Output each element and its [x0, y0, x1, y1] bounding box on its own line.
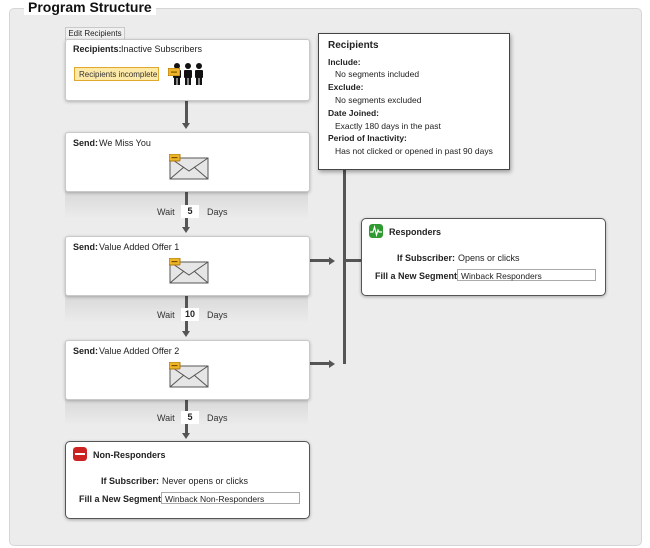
warning-tag-icon — [168, 68, 180, 76]
if-subscriber-label: If Subscriber: — [101, 476, 160, 486]
date-joined-label: Date Joined: — [328, 108, 380, 118]
period-inactivity-label: Period of Inactivity: — [328, 133, 407, 143]
exclude-value: No segments excluded — [335, 95, 422, 105]
non-responders-title: Non-Responders — [93, 450, 166, 460]
flow-arrow — [182, 123, 190, 129]
branch-arrow — [329, 257, 335, 265]
fill-segment-input[interactable]: Winback Responders — [457, 269, 596, 281]
branch-connector — [343, 168, 346, 364]
flow-arrow — [182, 227, 190, 233]
recipients-label: Recipients: — [73, 44, 122, 54]
wait-days-input[interactable]: 10 — [181, 308, 199, 321]
wait-unit: Days — [207, 207, 228, 217]
envelope-icon — [169, 258, 209, 284]
wait-label: Wait — [157, 207, 175, 217]
branch-connector — [308, 362, 330, 365]
envelope-icon — [169, 362, 209, 388]
fill-segment-label: Fill a New Segment: — [375, 271, 461, 281]
fill-segment-label: Fill a New Segment: — [79, 494, 165, 504]
recipients-value: Inactive Subscribers — [121, 44, 203, 54]
edit-recipients-tab[interactable]: Edit Recipients — [65, 27, 125, 40]
recipients-popup: Recipients Include: No segments included… — [318, 33, 510, 170]
send-label: Send: — [73, 346, 99, 356]
recipients-incomplete-badge[interactable]: Recipients incomplete — [74, 67, 159, 81]
flow-connector — [185, 99, 188, 123]
date-joined-value: Exactly 180 days in the past — [335, 121, 441, 131]
fill-segment-input[interactable]: Winback Non-Responders — [161, 492, 300, 504]
flow-arrow — [182, 331, 190, 337]
flow-arrow — [182, 433, 190, 439]
send-name: Value Added Offer 1 — [99, 242, 180, 252]
wait-days-input[interactable]: 5 — [181, 411, 199, 424]
send-card-1[interactable]: Send: We Miss You — [65, 132, 310, 192]
popup-title: Recipients — [328, 40, 379, 51]
envelope-icon — [169, 154, 209, 180]
if-subscriber-value: Never opens or clicks — [162, 476, 249, 486]
include-label: Include: — [328, 57, 361, 67]
send-label: Send: — [73, 242, 99, 252]
wait-label: Wait — [157, 310, 175, 320]
responders-signal-icon — [369, 224, 383, 238]
include-value: No segments included — [335, 69, 420, 79]
non-responders-card[interactable]: Non-Responders If Subscriber: Never open… — [65, 441, 310, 519]
branch-arrow — [329, 360, 335, 368]
send-card-2[interactable]: Send: Value Added Offer 1 — [65, 236, 310, 296]
non-responders-flat-icon — [73, 447, 87, 461]
send-card-3[interactable]: Send: Value Added Offer 2 — [65, 340, 310, 400]
if-subscriber-value: Opens or clicks — [458, 253, 520, 263]
wait-days-input[interactable]: 5 — [181, 205, 199, 218]
branch-connector — [345, 259, 361, 262]
responders-card[interactable]: Responders If Subscriber: Opens or click… — [361, 218, 606, 296]
wait-label: Wait — [157, 413, 175, 423]
branch-connector — [308, 259, 330, 262]
period-inactivity-value: Has not clicked or opened in past 90 day… — [335, 146, 493, 156]
wait-unit: Days — [207, 413, 228, 423]
wait-unit: Days — [207, 310, 228, 320]
page-title: Program Structure — [24, 0, 156, 15]
send-name: We Miss You — [99, 138, 151, 148]
send-name: Value Added Offer 2 — [99, 346, 180, 356]
if-subscriber-label: If Subscriber: — [397, 253, 456, 263]
exclude-label: Exclude: — [328, 82, 364, 92]
responders-title: Responders — [389, 227, 442, 237]
send-label: Send: — [73, 138, 99, 148]
